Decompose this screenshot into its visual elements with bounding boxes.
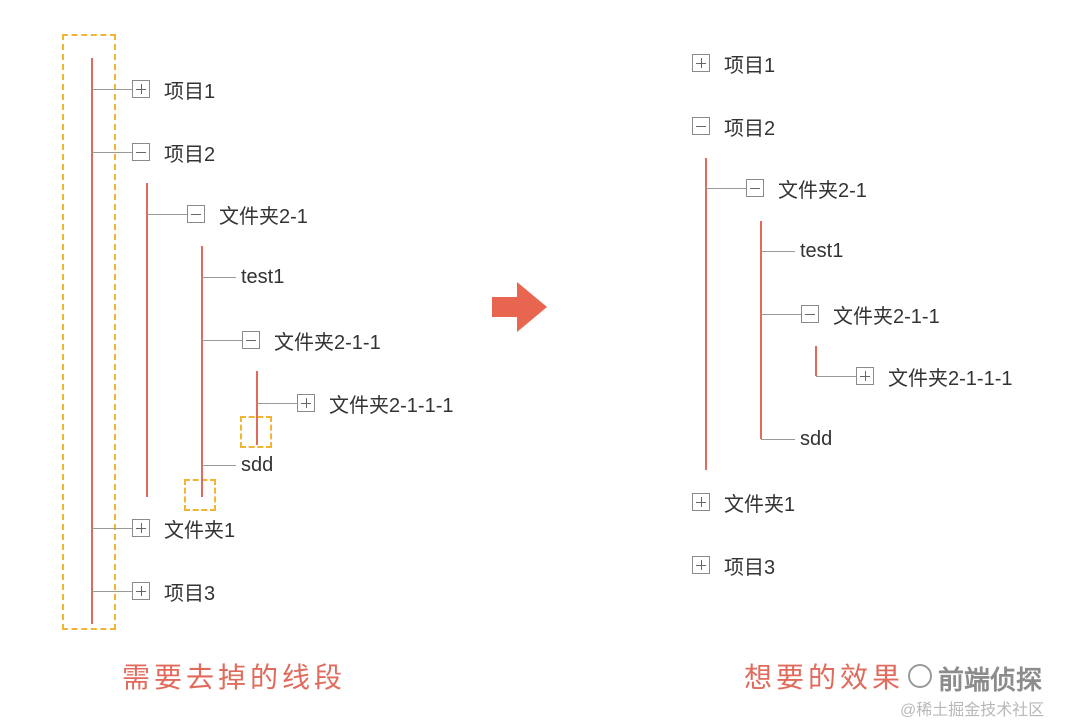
connector [202,277,236,278]
tree-node-文件夹2-1-1-1[interactable]: 文件夹2-1-1-1 [856,362,1012,390]
tree-node-sdd[interactable]: sdd [800,425,832,453]
connector [761,251,795,252]
connector [92,528,132,529]
right-caption: 想要的效果 [744,661,905,694]
tree-node-label: 项目3 [164,582,216,605]
tree-node-项目2[interactable]: 项目2 [132,138,215,166]
connector [92,152,132,153]
guide-line-level2 [760,221,762,439]
tree-node-label: 项目1 [164,80,216,103]
plus-box-icon[interactable] [132,519,150,537]
connector [761,439,795,440]
minus-box-icon[interactable] [746,179,764,197]
plus-box-icon[interactable] [692,54,710,72]
tree-node-label: 文件夹2-1-1-1 [329,394,454,417]
guide-line-level3 [256,371,258,445]
tree-node-label: 项目3 [724,556,776,579]
connector [92,89,132,90]
minus-box-icon[interactable] [801,305,819,323]
tree-node-label: test1 [241,265,285,288]
highlight-root-line [62,34,116,630]
guide-line-level3 [815,346,817,376]
plus-box-icon[interactable] [297,394,315,412]
watermark-title: 前端侦探 [938,665,1043,695]
connector [257,403,297,404]
tree-node-文件夹2-1[interactable]: 文件夹2-1 [746,174,867,202]
tree-node-文件夹2-1-1[interactable]: 文件夹2-1-1 [242,326,381,354]
arrow-right-icon [492,282,547,332]
tree-node-label: 文件夹2-1-1 [833,305,940,328]
tree-node-label: 文件夹2-1-1 [274,331,381,354]
connector [706,188,746,189]
tree-node-文件夹2-1-1-1[interactable]: 文件夹2-1-1-1 [297,389,453,417]
tree-node-label: 项目2 [164,143,216,166]
tree-node-label: 文件夹1 [724,493,796,516]
plus-box-icon[interactable] [132,582,150,600]
tree-node-项目1[interactable]: 项目1 [692,49,775,77]
tree-node-label: sdd [241,453,274,476]
plus-box-icon[interactable] [132,80,150,98]
tree-node-项目3[interactable]: 项目3 [692,551,775,579]
tree-node-label: 文件夹1 [164,519,236,542]
connector [147,214,187,215]
tree-node-文件夹1[interactable]: 文件夹1 [132,514,235,542]
watermark-subtitle: @稀土掘金技术社区 [900,702,1045,719]
connector [202,340,242,341]
left-caption: 需要去掉的线段 [122,661,347,694]
tree-node-label: 文件夹2-1 [778,179,867,202]
plus-box-icon[interactable] [692,493,710,511]
tree-node-文件夹2-1-1[interactable]: 文件夹2-1-1 [801,300,940,328]
minus-box-icon[interactable] [132,143,150,161]
tree-node-label: 项目2 [724,117,776,140]
highlight-segment-mid [184,479,216,511]
tree-node-项目3[interactable]: 项目3 [132,577,215,605]
tree-node-label: 文件夹2-1-1-1 [888,367,1013,390]
tree-node-文件夹1[interactable]: 文件夹1 [692,488,795,516]
guide-line-level1 [705,158,707,470]
connector [761,314,801,315]
connector [92,591,132,592]
minus-box-icon[interactable] [692,117,710,135]
minus-box-icon[interactable] [187,205,205,223]
tree-node-文件夹2-1[interactable]: 文件夹2-1 [187,200,308,228]
tree-node-test1[interactable]: test1 [800,237,843,265]
guide-line-level0 [91,58,93,624]
plus-box-icon[interactable] [692,556,710,574]
tree-node-label: 项目1 [724,54,776,77]
tree-node-label: test1 [800,239,844,262]
guide-line-level2 [201,246,203,497]
connector [816,376,856,377]
wechat-icon [908,664,932,688]
guide-line-level1 [146,183,148,497]
tree-node-项目2[interactable]: 项目2 [692,112,775,140]
minus-box-icon[interactable] [242,331,260,349]
tree-node-label: 文件夹2-1 [219,205,308,228]
tree-node-sdd[interactable]: sdd [241,451,273,479]
tree-node-label: sdd [800,427,833,450]
tree-node-项目1[interactable]: 项目1 [132,75,215,103]
tree-node-test1[interactable]: test1 [241,263,284,291]
connector [202,465,236,466]
plus-box-icon[interactable] [856,367,874,385]
